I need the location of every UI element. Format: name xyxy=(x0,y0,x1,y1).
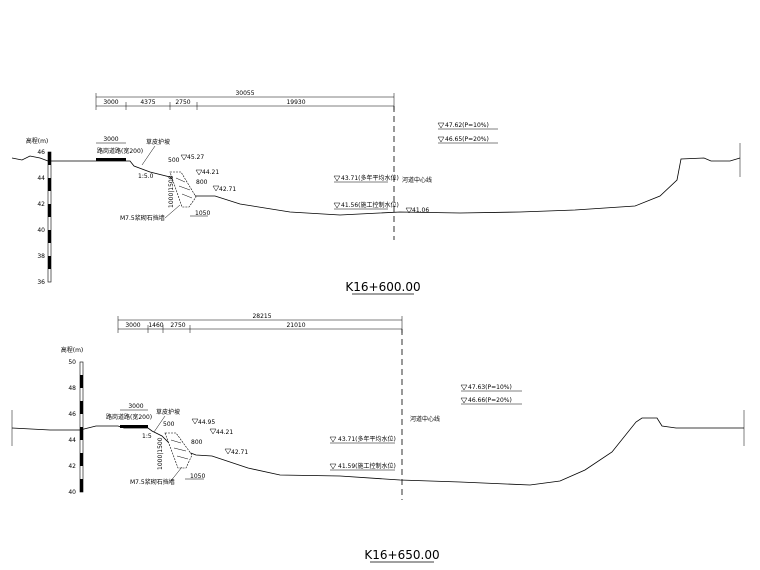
center-line-label: 河道中心线 xyxy=(402,176,432,184)
flood-level-20: 46.66(P=20%) xyxy=(468,397,512,404)
elevation-tick: 38 xyxy=(37,253,45,260)
total-width: 30055 xyxy=(235,90,254,97)
revetment: 草皮护坡 1:5 500 800 1000|1500 1050 M7.5浆砌石挡… xyxy=(130,408,248,486)
revet-top-width: 800 xyxy=(196,179,208,186)
station-title: K16+600.00 xyxy=(345,280,420,294)
segment-1: 3000 xyxy=(125,322,140,329)
revet-material-label: M7.5浆砌石挡墙 xyxy=(120,214,165,222)
avg-water-level: 43.71(多年平均水位) xyxy=(338,435,396,443)
segment-4: 21010 xyxy=(286,322,305,329)
road-width: 3000 xyxy=(103,136,118,143)
elevation-tick: 44 xyxy=(68,437,76,444)
elevation-tick: 46 xyxy=(37,149,45,156)
elevation-axis-label: 高程(m) xyxy=(61,346,84,354)
elevation-tick: 42 xyxy=(37,201,45,208)
elevation-scale: 高程(m) 46 44 42 40 38 36 xyxy=(26,137,52,286)
elevation-tick: 50 xyxy=(68,359,76,366)
elevation-tick: 40 xyxy=(68,489,76,496)
elevation-tick: 40 xyxy=(37,227,45,234)
revet-material-label: M7.5浆砌石挡墙 xyxy=(130,478,175,486)
segment-1: 3000 xyxy=(103,99,118,106)
revet-base-width: 1050 xyxy=(195,210,210,217)
construction-water-level: 41.56(施工控制水位) xyxy=(341,201,399,209)
elev-top: 44.95 xyxy=(198,419,215,426)
segment-2: 1460 xyxy=(148,322,163,329)
total-width: 28215 xyxy=(252,313,271,320)
revet-top-width: 800 xyxy=(191,439,203,446)
station-title: K16+650.00 xyxy=(364,548,439,562)
revetment: 草皮护坡 1:5.0 500 800 1000|1500 1050 M7.5浆砌… xyxy=(120,138,236,222)
revet-height: 1000|1500 xyxy=(168,175,175,208)
segment-4: 19930 xyxy=(286,99,305,106)
elev-top: 45.27 xyxy=(187,154,204,161)
road-width: 3000 xyxy=(128,403,143,410)
segment-3: 2750 xyxy=(170,322,185,329)
elevation-axis-label: 高程(m) xyxy=(26,137,49,145)
elevation-tick: 36 xyxy=(37,279,45,286)
water-levels: 河道中心线 43.71(多年平均水位) 41.59(施工控制水位) 47.63(… xyxy=(329,329,522,500)
construction-water-level: 41.59(施工控制水位) xyxy=(338,462,396,470)
elevation-scale: 高程(m) 50 48 46 44 42 40 xyxy=(61,346,84,496)
dimension-chain: 30055 3000 4375 2750 19930 xyxy=(95,90,395,110)
grass-slope-label: 草皮护坡 xyxy=(146,138,170,146)
revet-height: 1000|1500 xyxy=(157,437,164,470)
slope-ratio: 1:5 xyxy=(142,433,152,440)
berm-width: 500 xyxy=(168,157,180,164)
elev-toe: 42.71 xyxy=(231,449,248,456)
road-label: 路岗道路(宽200) xyxy=(97,147,143,155)
elev-mid: 44.21 xyxy=(202,169,219,176)
flood-level-20: 46.65(P=20%) xyxy=(445,136,489,143)
slope-ratio: 1:5.0 xyxy=(138,173,154,180)
segment-2: 4375 xyxy=(140,99,155,106)
bed-elevation: 41.06 xyxy=(412,207,429,214)
avg-water-level: 43.71(多年平均水位) xyxy=(341,174,399,182)
road-label: 路岗道路(宽200) xyxy=(106,413,152,421)
section-k16-600: 30055 3000 4375 2750 19930 高程(m) 46 44 4… xyxy=(11,90,741,295)
elevation-tick: 42 xyxy=(68,463,76,470)
elevation-tick: 48 xyxy=(68,385,76,392)
elevation-tick: 46 xyxy=(68,411,76,418)
water-levels: 河道中心线 43.71(多年平均水位) 41.56(施工控制水位) 41.06 … xyxy=(333,106,498,240)
section-k16-650: 28215 3000 1460 2750 21010 高程(m) 50 48 4… xyxy=(11,313,745,563)
ground-profile: 3000 路岗道路(宽200) xyxy=(11,403,745,486)
segment-3: 2750 xyxy=(175,99,190,106)
flood-level-10: 47.63(P=10%) xyxy=(468,384,512,391)
center-line-label: 河道中心线 xyxy=(410,415,440,423)
elev-toe: 42.71 xyxy=(219,186,236,193)
revet-base-width: 1050 xyxy=(190,473,205,480)
elev-mid: 44.21 xyxy=(216,429,233,436)
dimension-chain: 28215 3000 1460 2750 21010 xyxy=(117,313,403,333)
grass-slope-label: 草皮护坡 xyxy=(156,408,180,416)
ground-profile: 3000 路岗道路(宽200) xyxy=(11,136,741,216)
berm-width: 500 xyxy=(163,421,175,428)
elevation-tick: 44 xyxy=(37,175,45,182)
flood-level-10: 47.62(P=10%) xyxy=(445,122,489,129)
